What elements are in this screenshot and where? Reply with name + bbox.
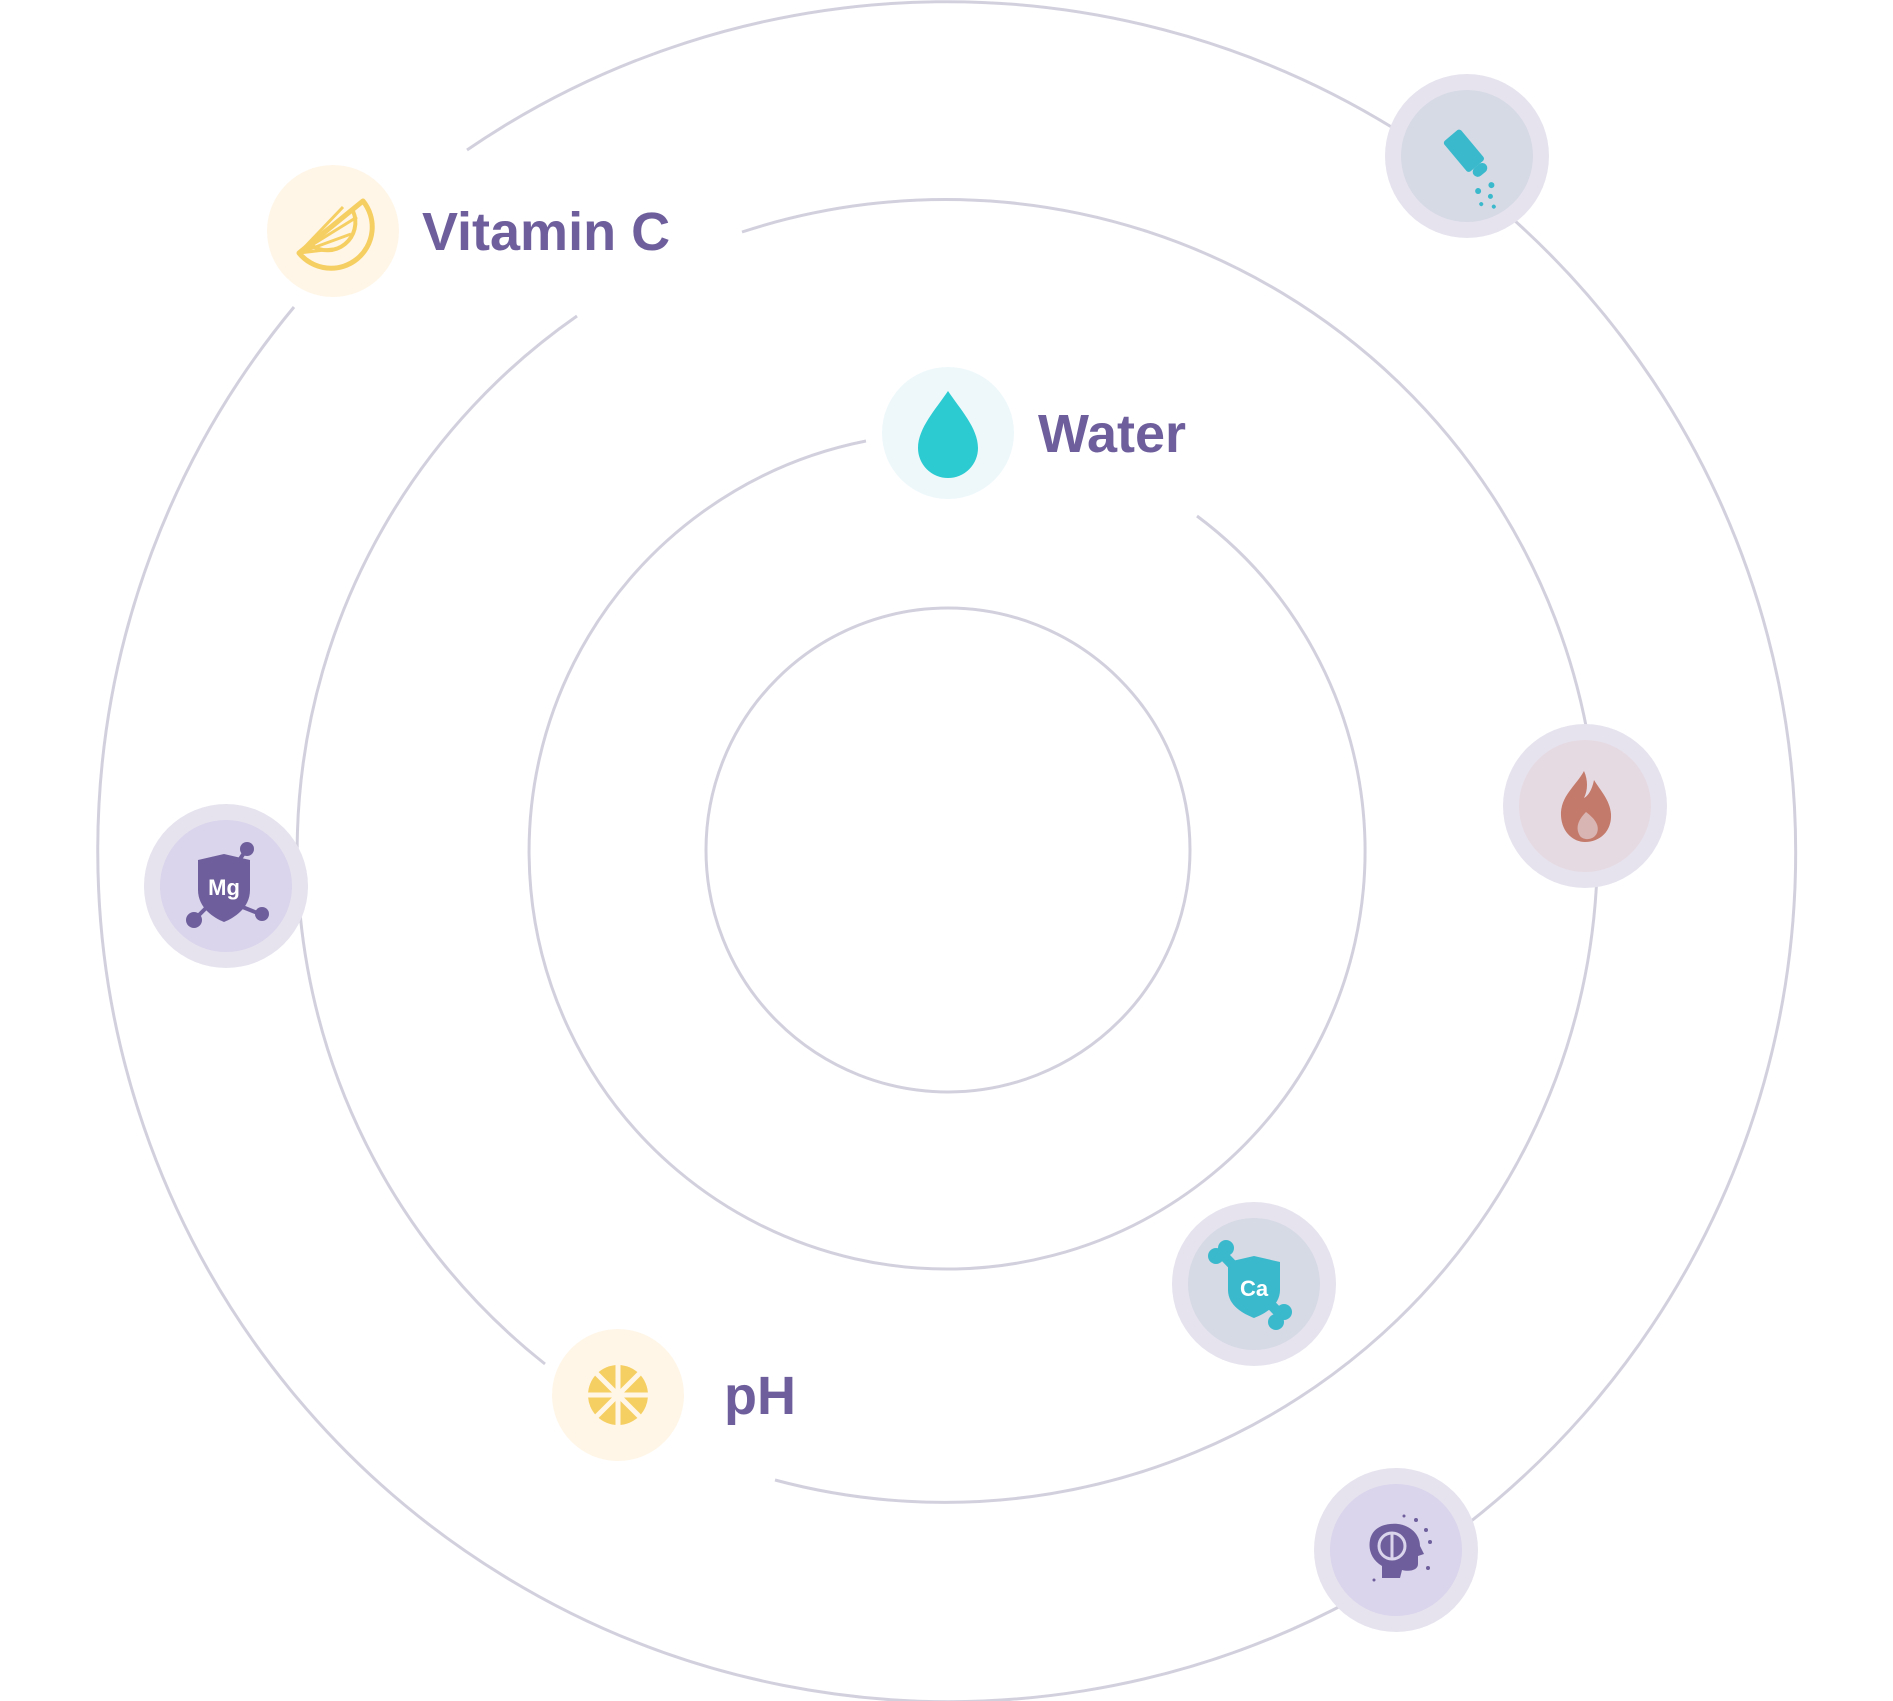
ring-innermost: [704, 606, 1192, 1094]
calcium-symbol: Ca: [1240, 1276, 1269, 1301]
ring-third-b: [774, 872, 1599, 1504]
salt-shaker-icon: [1443, 129, 1496, 209]
citrus-icon: [586, 1363, 650, 1427]
head-profile-icon: [1369, 1514, 1432, 1582]
calcium-bone-icon: Ca: [1208, 1240, 1292, 1330]
node-magnesium[interactable]: Mg: [144, 804, 308, 968]
ph-label: pH: [724, 1366, 796, 1426]
ring-third-a: [741, 198, 1591, 743]
node-ph[interactable]: pH: [552, 1329, 796, 1461]
water-drop-icon: [918, 391, 978, 478]
ring-second: [527, 439, 1367, 1271]
node-calcium[interactable]: Ca: [1172, 1202, 1336, 1366]
orbit-rings: [96, 0, 1798, 1701]
node-head[interactable]: [1314, 1468, 1478, 1632]
magnesium-shield-icon: Mg: [186, 842, 269, 928]
lemon-slice-icon: [296, 198, 375, 271]
node-vitamin-c[interactable]: Vitamin C: [267, 165, 670, 297]
ring-outer-b: [1456, 210, 1798, 1534]
flame-icon: [1560, 771, 1612, 842]
ring-third-c: [295, 314, 578, 1366]
node-water[interactable]: Water: [882, 367, 1186, 499]
magnesium-symbol: Mg: [208, 875, 240, 900]
water-label: Water: [1038, 404, 1186, 464]
node-salt[interactable]: [1385, 74, 1549, 238]
ring-outer-c: [96, 306, 1353, 1701]
vitamin-c-label: Vitamin C: [422, 202, 670, 262]
ring-outer-a: [466, 0, 1410, 152]
node-fire[interactable]: [1503, 724, 1667, 888]
